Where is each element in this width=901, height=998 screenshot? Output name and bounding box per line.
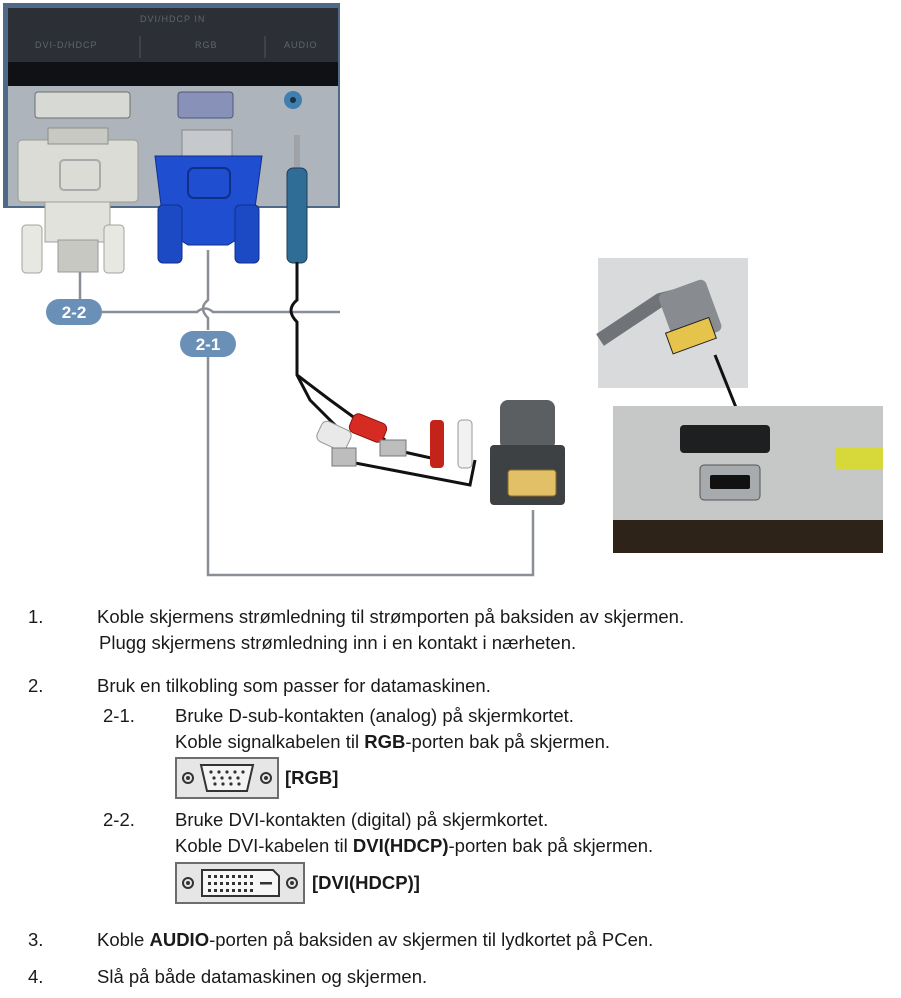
substep-2-2-number: 2-2. [103, 809, 135, 830]
substep-2-1-number: 2-1. [103, 705, 135, 726]
vga-connector-icon [154, 129, 263, 264]
step-1-number: 1. [28, 606, 44, 627]
step-2-number: 2. [28, 675, 44, 696]
pc-vga-plug-icon [490, 400, 565, 505]
hdmi-cable-photo [596, 258, 748, 431]
monitor-ports-photo [613, 406, 883, 553]
step-3-number: 3. [28, 929, 44, 950]
rca-plugs-icon [316, 413, 473, 469]
rgb-port-label: [RGB] [285, 767, 339, 788]
step-1-line-2: Plugg skjermens strømledning inn i en ko… [99, 632, 577, 653]
step-4-number: 4. [28, 966, 44, 987]
badge-2-2: 2-2 [46, 299, 102, 325]
step-2-line: Bruk en tilkobling som passer for datama… [97, 675, 491, 696]
panel-label-dvi: DVI-D/HDCP [35, 40, 98, 50]
dvi-port-icon [175, 862, 305, 904]
leader-lines [78, 250, 535, 577]
substep-2-1-line-2: Koble signalkabelen til RGB-porten bak p… [175, 731, 611, 752]
dvi-port-label: [DVI(HDCP)] [312, 872, 420, 893]
substep-2-2-line-1: Bruke DVI-kontakten (digital) på skjermk… [175, 809, 549, 830]
svg-text:2-1: 2-1 [196, 335, 221, 354]
panel-label-audio: AUDIO [284, 40, 318, 50]
panel-label-rgb: RGB [195, 40, 218, 50]
substep-2-1-line-1: Bruke D-sub-kontakten (analog) på skjerm… [175, 705, 574, 726]
substep-2-2-line-2: Koble DVI-kabelen til DVI(HDCP)-porten b… [175, 835, 654, 856]
dvi-connector-icon [17, 127, 139, 274]
panel-header-label: DVI/HDCP IN [140, 14, 205, 24]
svg-text:2-2: 2-2 [62, 303, 87, 322]
step-1-line-1: Koble skjermens strømledning til strømpo… [97, 606, 685, 627]
badge-2-1: 2-1 [180, 331, 236, 357]
step-3-line: Koble AUDIO-porten på baksiden av skjerm… [97, 929, 654, 950]
vga-port-icon [175, 757, 279, 799]
step-4-line: Slå på både datamaskinen og skjermen. [97, 966, 428, 987]
connection-diagram: DVI/HDCP IN DVI-D/HDCP RGB AUDIO [3, 3, 883, 577]
